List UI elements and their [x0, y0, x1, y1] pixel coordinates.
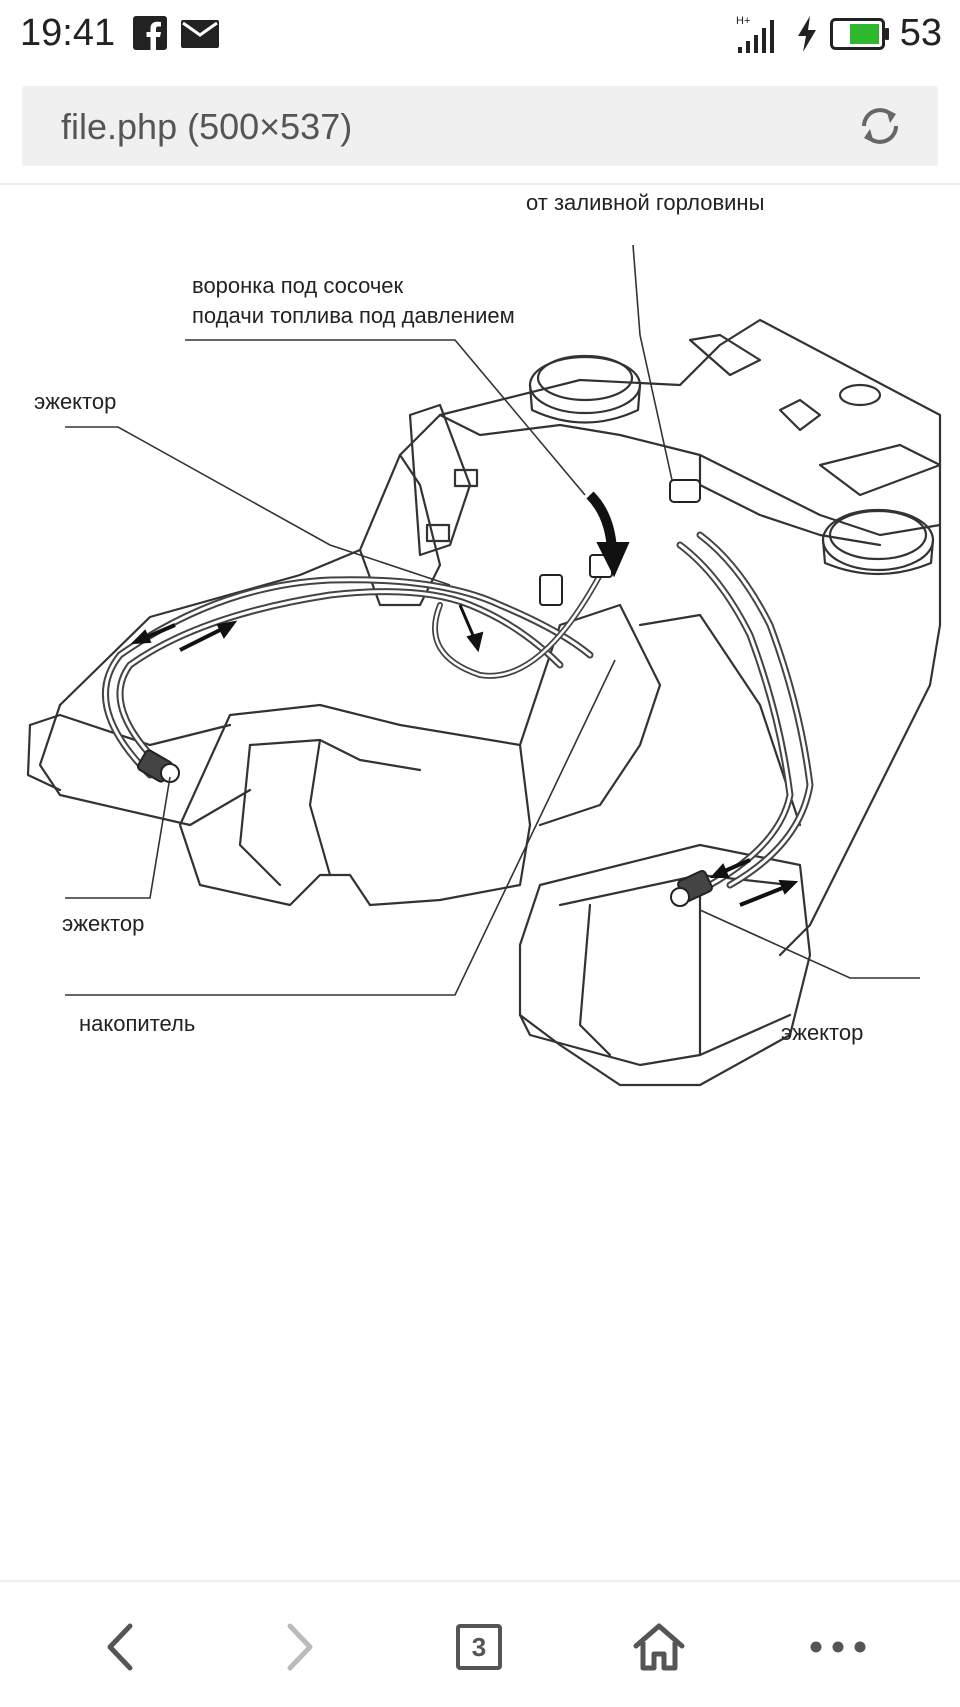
label-ejector-top-left: эжектор — [34, 389, 117, 414]
facebook-icon — [133, 16, 167, 55]
label-ejector-bottom-left: эжектор — [62, 911, 145, 936]
back-icon — [107, 1623, 133, 1671]
fuel-tank-diagram — [26, 244, 942, 1087]
refresh-icon[interactable] — [856, 102, 904, 150]
status-time: 19:41 — [20, 12, 116, 54]
page-title[interactable]: file.php (500×537) — [61, 106, 353, 147]
more-icon — [810, 1641, 866, 1653]
home-button[interactable] — [624, 1612, 694, 1682]
address-divider — [0, 183, 960, 185]
home-icon — [633, 1623, 685, 1671]
charging-icon — [796, 16, 818, 57]
tabs-icon: 3 — [456, 1624, 502, 1670]
tabs-button[interactable]: 3 — [444, 1612, 514, 1682]
bottom-toolbar: 3 — [0, 1580, 960, 1707]
forward-button[interactable] — [265, 1612, 335, 1682]
image-viewer: от заливной горловины воронка под сосоче… — [0, 185, 960, 1580]
back-button[interactable] — [85, 1612, 155, 1682]
label-funnel-line2: подачи топлива под давлением — [192, 303, 515, 328]
label-funnel-line1: воронка под сосочек — [192, 273, 404, 298]
label-accumulator: накопитель — [79, 1011, 196, 1036]
network-type-label: H+ — [736, 15, 750, 27]
label-ejector-bottom-right: эжектор — [781, 1020, 864, 1045]
battery-percent: 53 — [899, 12, 942, 54]
label-filler-neck: от заливной горловины — [526, 190, 765, 215]
mail-icon — [181, 20, 219, 53]
signal-icon: H+ — [736, 14, 784, 59]
address-bar[interactable]: file.php (500×537) — [22, 86, 938, 166]
battery-icon — [830, 18, 890, 55]
tab-count: 3 — [471, 1631, 487, 1662]
status-bar: 19:41 H+ 53 — [0, 0, 960, 70]
forward-icon — [287, 1623, 313, 1671]
more-button[interactable] — [803, 1612, 873, 1682]
